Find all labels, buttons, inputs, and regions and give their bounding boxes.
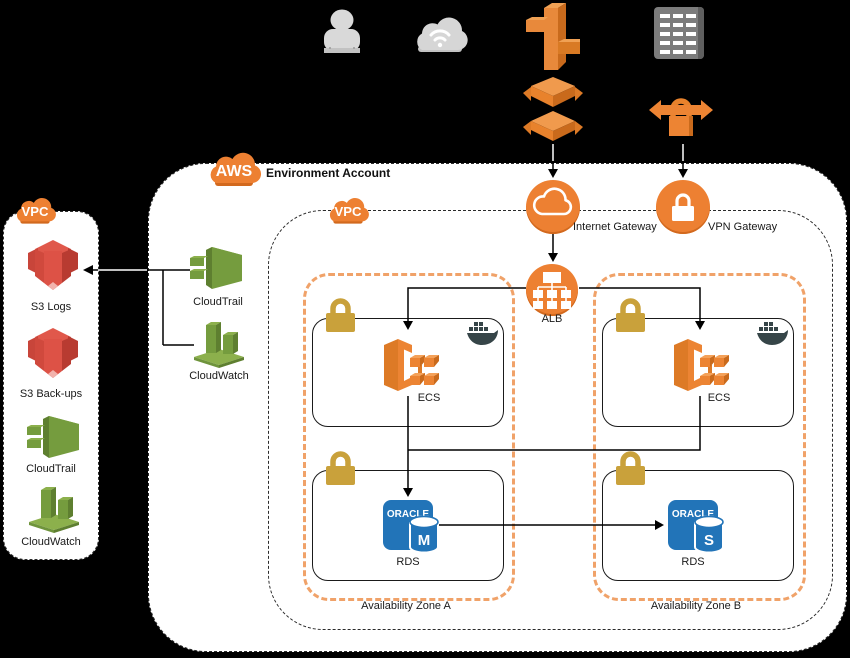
oracle-text-a: ORACLE [387, 509, 430, 520]
ecs-icon-a [374, 336, 440, 394]
vpn-connection-3d-icon [649, 90, 713, 138]
s3-backups-label: S3 Back-ups [19, 388, 83, 400]
rds-oracle-standby-icon: ORACLE S [668, 500, 724, 553]
cloudtrail-icon [190, 243, 246, 293]
availability-zone-a-boundary [303, 273, 515, 601]
cloudwatch-icon [192, 318, 246, 368]
vpc-badge-label: VPC [335, 204, 363, 219]
environment-account-label: Environment Account [266, 166, 391, 180]
ecs-icon-b [664, 336, 730, 394]
db-letter-b: S [704, 532, 714, 549]
internet-gateway-label: Internet Gateway [573, 221, 657, 233]
cloudtrail-left-label: CloudTrail [26, 463, 76, 475]
cloudwatch-label: CloudWatch [189, 370, 249, 382]
rds-oracle-master-icon: ORACLE M [383, 500, 439, 553]
cloudwatch-left-label: CloudWatch [21, 536, 81, 548]
internet-gateway-3d-icon [523, 77, 583, 141]
left-vpc-badge-label: VPC [22, 204, 50, 219]
cloudtrail-left-icon [27, 412, 83, 462]
internet-gateway-icon [526, 180, 580, 234]
s3-logs-label: S3 Logs [30, 301, 72, 313]
cloudwatch-left-icon [27, 483, 81, 533]
lock-icon-subnet-a-ecs [321, 296, 359, 334]
db-letter-a: M [418, 532, 431, 549]
availability-zone-b-boundary [593, 273, 806, 601]
internet-cloud-icon [408, 10, 472, 56]
alb-label: ALB [541, 313, 563, 325]
vpn-gateway-label: VPN Gateway [708, 221, 778, 233]
s3-backups-icon [26, 328, 80, 384]
lock-icon-subnet-a-rds [321, 449, 359, 487]
alb-icon [526, 264, 578, 316]
vpn-gateway-icon [656, 180, 710, 234]
aws-badge-label: AWS [216, 163, 253, 180]
user-icon [318, 8, 366, 56]
rds-label-b: RDS [681, 556, 705, 568]
s3-logs-icon [26, 240, 80, 296]
aws-badge: AWS [203, 145, 265, 189]
lock-icon-subnet-b-ecs [611, 296, 649, 334]
left-vpc-badge: VPC [7, 192, 63, 226]
rds-label-a: RDS [396, 556, 420, 568]
availability-zone-b-label: Availability Zone B [650, 600, 742, 612]
corporate-data-center-icon [654, 7, 706, 61]
ecs-label-a: ECS [417, 392, 441, 404]
route53-icon [524, 2, 580, 76]
ecs-label-b: ECS [707, 392, 731, 404]
lock-icon-subnet-b-rds [611, 449, 649, 487]
availability-zone-a-label: Availability Zone A [361, 600, 451, 612]
docker-icon-a [467, 320, 499, 346]
oracle-text-b: ORACLE [672, 509, 715, 520]
docker-icon-b [757, 320, 789, 346]
cloudtrail-label: CloudTrail [193, 296, 243, 308]
vpc-badge: VPC [320, 192, 376, 226]
